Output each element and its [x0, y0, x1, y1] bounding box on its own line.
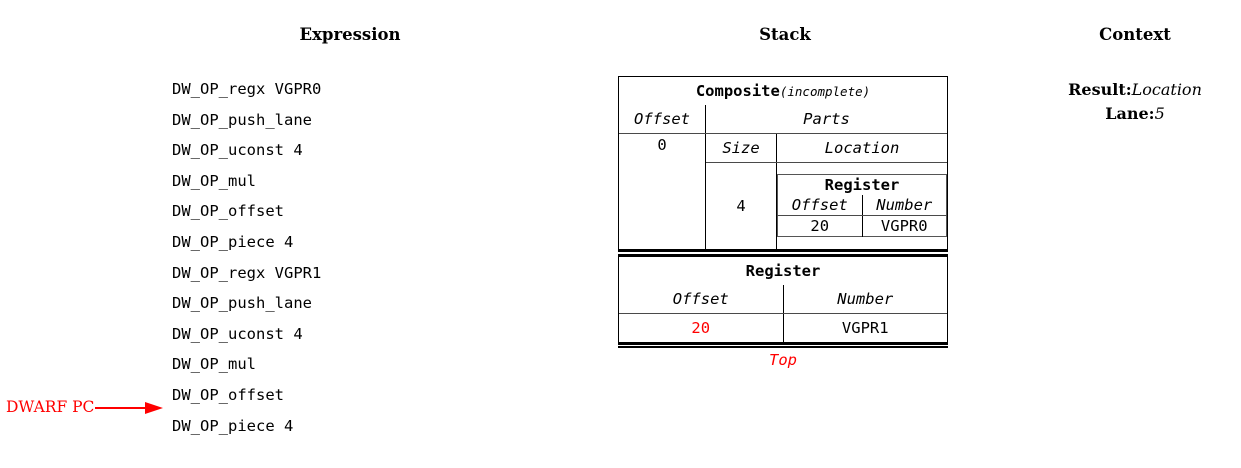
- context-value-result: Location: [1131, 80, 1202, 99]
- arrow-right-icon: [95, 402, 164, 414]
- context-block: Result:Location Lane:5: [1035, 78, 1235, 126]
- composite-title-note: (incomplete): [779, 84, 871, 99]
- context-value-lane: 5: [1154, 104, 1165, 123]
- composite-col-parts: Parts: [705, 105, 947, 134]
- expression-line: DW_OP_offset: [172, 385, 284, 404]
- nested-register-number-value: VGPR0: [880, 217, 928, 236]
- register-offset-value: 20: [619, 313, 784, 342]
- register-number-value: VGPR1: [841, 318, 889, 337]
- dwarf-pc-marker: DWARF PC: [6, 396, 167, 420]
- expression-line: DW_OP_push_lane: [172, 110, 312, 129]
- nested-register-col-number: Number: [862, 195, 947, 217]
- dwarf-pc-label: DWARF PC: [6, 398, 95, 417]
- table-row: Offset Parts: [619, 105, 947, 134]
- expression-line: DW_OP_uconst 4: [172, 141, 303, 160]
- stack-entry-separator: [618, 249, 948, 256]
- parts-col-location: Location: [776, 133, 947, 163]
- composite-col-offset: Offset: [619, 105, 706, 134]
- register-col-offset: Offset: [619, 284, 784, 314]
- context-key-lane: Lane:: [1105, 104, 1155, 123]
- register-table: Register Offset Number 20 VGPR1: [619, 257, 947, 342]
- expression-line: DW_OP_push_lane: [172, 294, 312, 313]
- table-row: Register: [778, 175, 947, 196]
- page-title-stack: Stack: [759, 25, 811, 44]
- composite-table: Composite(incomplete) Offset Parts 0 Siz…: [619, 77, 947, 249]
- table-row: 20 VGPR0: [777, 215, 947, 237]
- table-row: Register: [619, 257, 947, 285]
- expression-list: DW_OP_regx VGPR0 DW_OP_push_lane DW_OP_u…: [172, 74, 321, 441]
- stack-bottom-rule: [618, 342, 948, 348]
- page-title-context: Context: [1099, 25, 1171, 44]
- expression-line: DW_OP_uconst 4: [172, 324, 303, 343]
- table-row: Offset Number: [777, 195, 947, 217]
- stack-column: Composite(incomplete) Offset Parts 0 Siz…: [618, 76, 948, 369]
- context-key-result: Result:: [1068, 80, 1132, 99]
- composite-offset-value: 0: [619, 133, 706, 249]
- stack-entry-composite: Composite(incomplete) Offset Parts 0 Siz…: [618, 76, 948, 250]
- stack-entry-register: Register Offset Number 20 VGPR1: [618, 255, 948, 343]
- expression-line: DW_OP_offset: [172, 202, 284, 221]
- expression-line: DW_OP_mul: [172, 355, 256, 374]
- nested-register-table: Register Offset Number 20 VGPR0: [777, 174, 947, 238]
- expression-line: DW_OP_regx VGPR1: [172, 263, 322, 282]
- expression-line: DW_OP_regx VGPR0: [172, 80, 322, 98]
- context-row-lane: Lane:5: [1035, 102, 1235, 126]
- table-row: 4 Register Offset Number 20 VGPR0: [619, 162, 947, 249]
- expression-line: DW_OP_mul: [172, 171, 256, 190]
- table-row: Offset Number: [619, 284, 947, 314]
- expression-line: DW_OP_piece 4: [172, 232, 294, 251]
- part-location-cell: Register Offset Number 20 VGPR0: [777, 163, 947, 249]
- table-row: Composite(incomplete): [619, 77, 947, 105]
- nested-register-title: Register: [824, 176, 900, 195]
- nested-register-offset-value: 20: [777, 215, 863, 237]
- part-size-value: 4: [705, 162, 777, 249]
- expression-line: DW_OP_piece 4: [172, 416, 294, 435]
- table-row: 0 Size Location: [619, 133, 947, 249]
- parts-col-size: Size: [705, 133, 777, 163]
- context-row-result: Result:Location: [1035, 78, 1235, 102]
- stack-top-label: Top: [769, 350, 797, 369]
- page-title-expression: Expression: [299, 25, 401, 44]
- register-col-number: Number: [783, 284, 947, 314]
- table-row: 20 VGPR1: [619, 313, 947, 342]
- nested-register-col-offset: Offset: [777, 195, 863, 217]
- composite-title-text: Composite: [695, 82, 780, 100]
- composite-title: Composite(incomplete): [619, 77, 947, 105]
- register-title: Register: [745, 261, 821, 280]
